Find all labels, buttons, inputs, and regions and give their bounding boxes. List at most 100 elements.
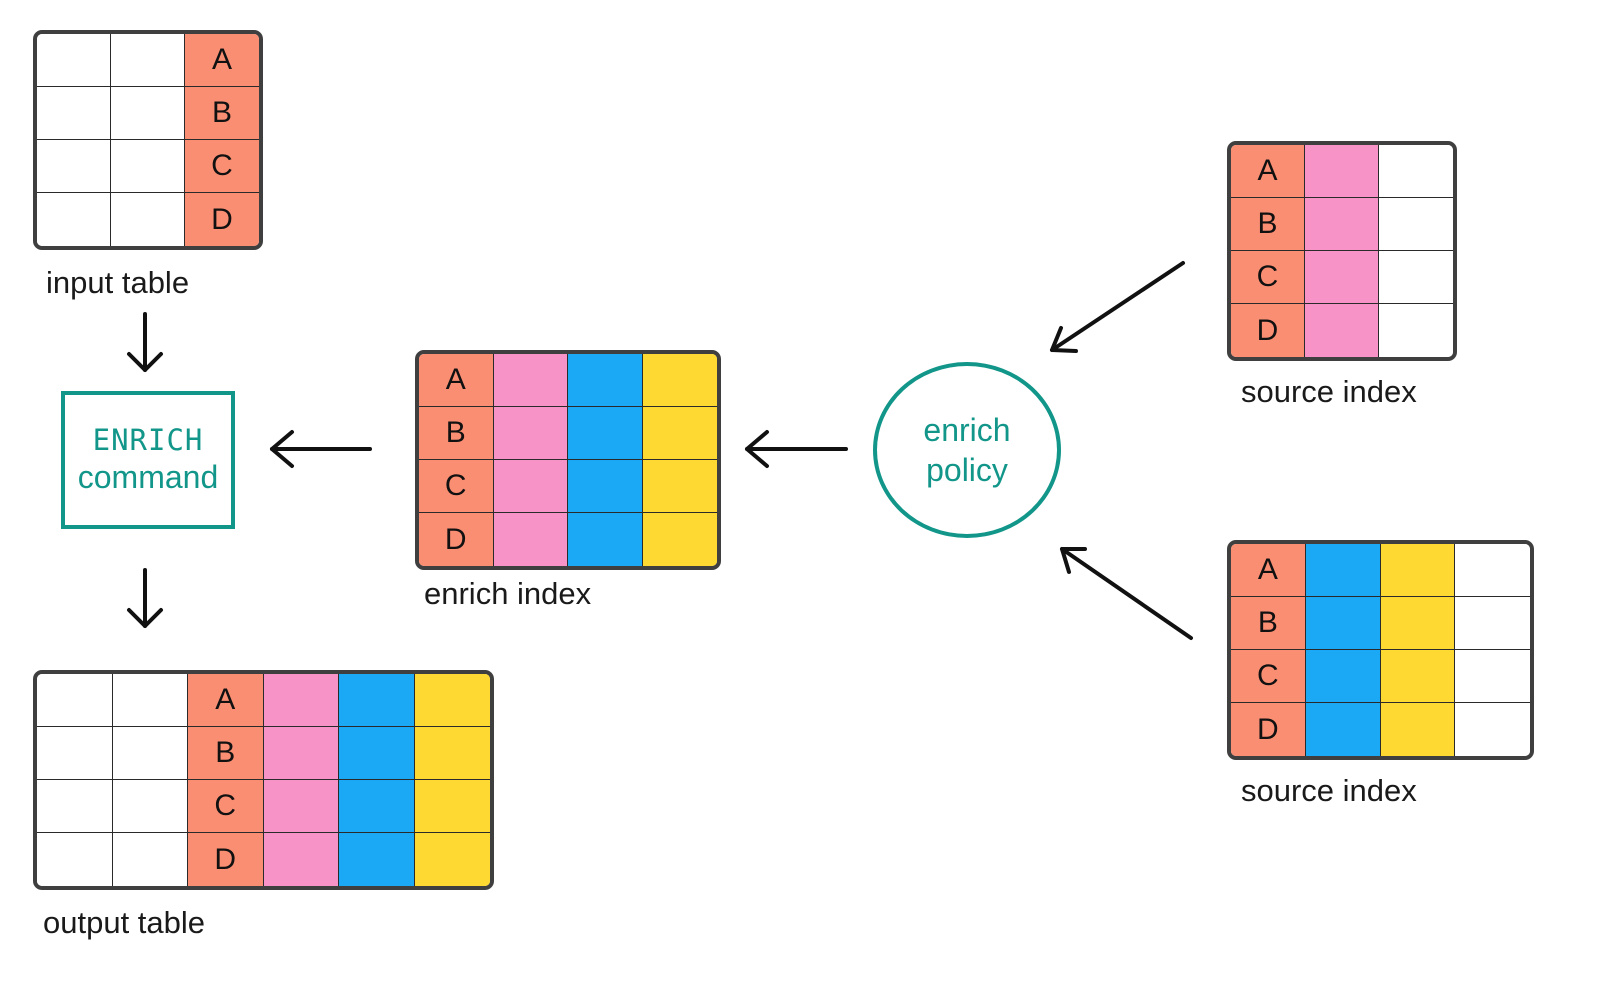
blue-cell [1305,597,1381,650]
yellow-cell [414,674,490,727]
key-cell: A [188,674,264,727]
enrich-command-keyword: ENRICH [92,423,204,458]
key-cell: A [1231,544,1306,597]
empty-cell [111,87,185,140]
pink-cell [1305,251,1379,304]
arrow-source2-to-policy [1060,547,1193,640]
enrich-policy-circle: enrich policy [873,362,1061,538]
output-table-label: output table [43,905,206,940]
yellow-cell [414,727,490,780]
pink-cell [263,674,339,727]
key-cell: C [419,460,494,513]
key-cell: D [188,833,264,886]
yellow-cell [642,460,717,513]
blue-cell [1305,650,1381,703]
key-cell: C [188,780,264,833]
key-cell: B [1231,597,1306,650]
source-index-label-1: source index [1241,374,1417,409]
pink-cell [263,833,339,886]
input-table-label: input table [46,265,190,300]
empty-cell [37,140,111,193]
empty-cell [111,193,185,246]
pink-cell [263,780,339,833]
source-index-label-2: source index [1241,773,1417,808]
blue-cell [1305,544,1381,597]
empty-cell [37,193,111,246]
empty-cell [112,780,188,833]
key-cell: C [1231,650,1306,703]
yellow-cell [1380,597,1456,650]
enrich-command-word: command [77,459,219,496]
pink-cell [493,354,568,407]
empty-cell [37,674,113,727]
enrich-policy-line2: policy [926,452,1008,488]
arrow-policy-to-enrich-index [745,430,848,468]
key-cell: D [185,193,259,246]
pink-cell [493,460,568,513]
yellow-cell [642,354,717,407]
empty-cell [1455,650,1530,703]
key-cell: B [185,87,259,140]
blue-cell [568,460,643,513]
empty-cell [1379,304,1453,357]
key-cell: B [188,727,264,780]
blue-cell [568,354,643,407]
arrow-input-to-command [127,312,163,372]
blue-cell [339,833,415,886]
empty-cell [1455,703,1530,756]
blue-cell [339,674,415,727]
empty-cell [1455,597,1530,650]
arrow-enrich-index-to-command [270,430,372,468]
key-cell: B [419,407,494,460]
blue-cell [568,407,643,460]
pink-cell [493,513,568,566]
yellow-cell [1380,650,1456,703]
yellow-cell [642,407,717,460]
blue-cell [339,727,415,780]
blue-cell [339,780,415,833]
blue-cell [568,513,643,566]
arrow-command-to-output [127,568,163,628]
arrow-source1-to-policy [1050,261,1185,353]
empty-cell [112,674,188,727]
key-cell: D [419,513,494,566]
empty-cell [37,34,111,87]
yellow-cell [1380,544,1456,597]
empty-cell [1379,198,1453,251]
empty-cell [37,780,113,833]
key-cell: C [185,140,259,193]
yellow-cell [1380,703,1456,756]
empty-cell [111,34,185,87]
enrich-index-label: enrich index [424,576,592,611]
yellow-cell [642,513,717,566]
key-cell: D [1231,304,1305,357]
key-cell: A [185,34,259,87]
pink-cell [1305,145,1379,198]
empty-cell [112,727,188,780]
empty-cell [37,833,113,886]
empty-cell [1379,145,1453,198]
key-cell: C [1231,251,1305,304]
pink-cell [493,407,568,460]
blue-cell [1305,703,1381,756]
empty-cell [37,87,111,140]
empty-cell [112,833,188,886]
yellow-cell [414,833,490,886]
pink-cell [1305,304,1379,357]
empty-cell [1455,544,1530,597]
empty-cell [37,727,113,780]
key-cell: A [419,354,494,407]
yellow-cell [414,780,490,833]
key-cell: B [1231,198,1305,251]
key-cell: D [1231,703,1306,756]
empty-cell [1379,251,1453,304]
pink-cell [1305,198,1379,251]
enrich-policy-line1: enrich [923,412,1011,448]
pink-cell [263,727,339,780]
